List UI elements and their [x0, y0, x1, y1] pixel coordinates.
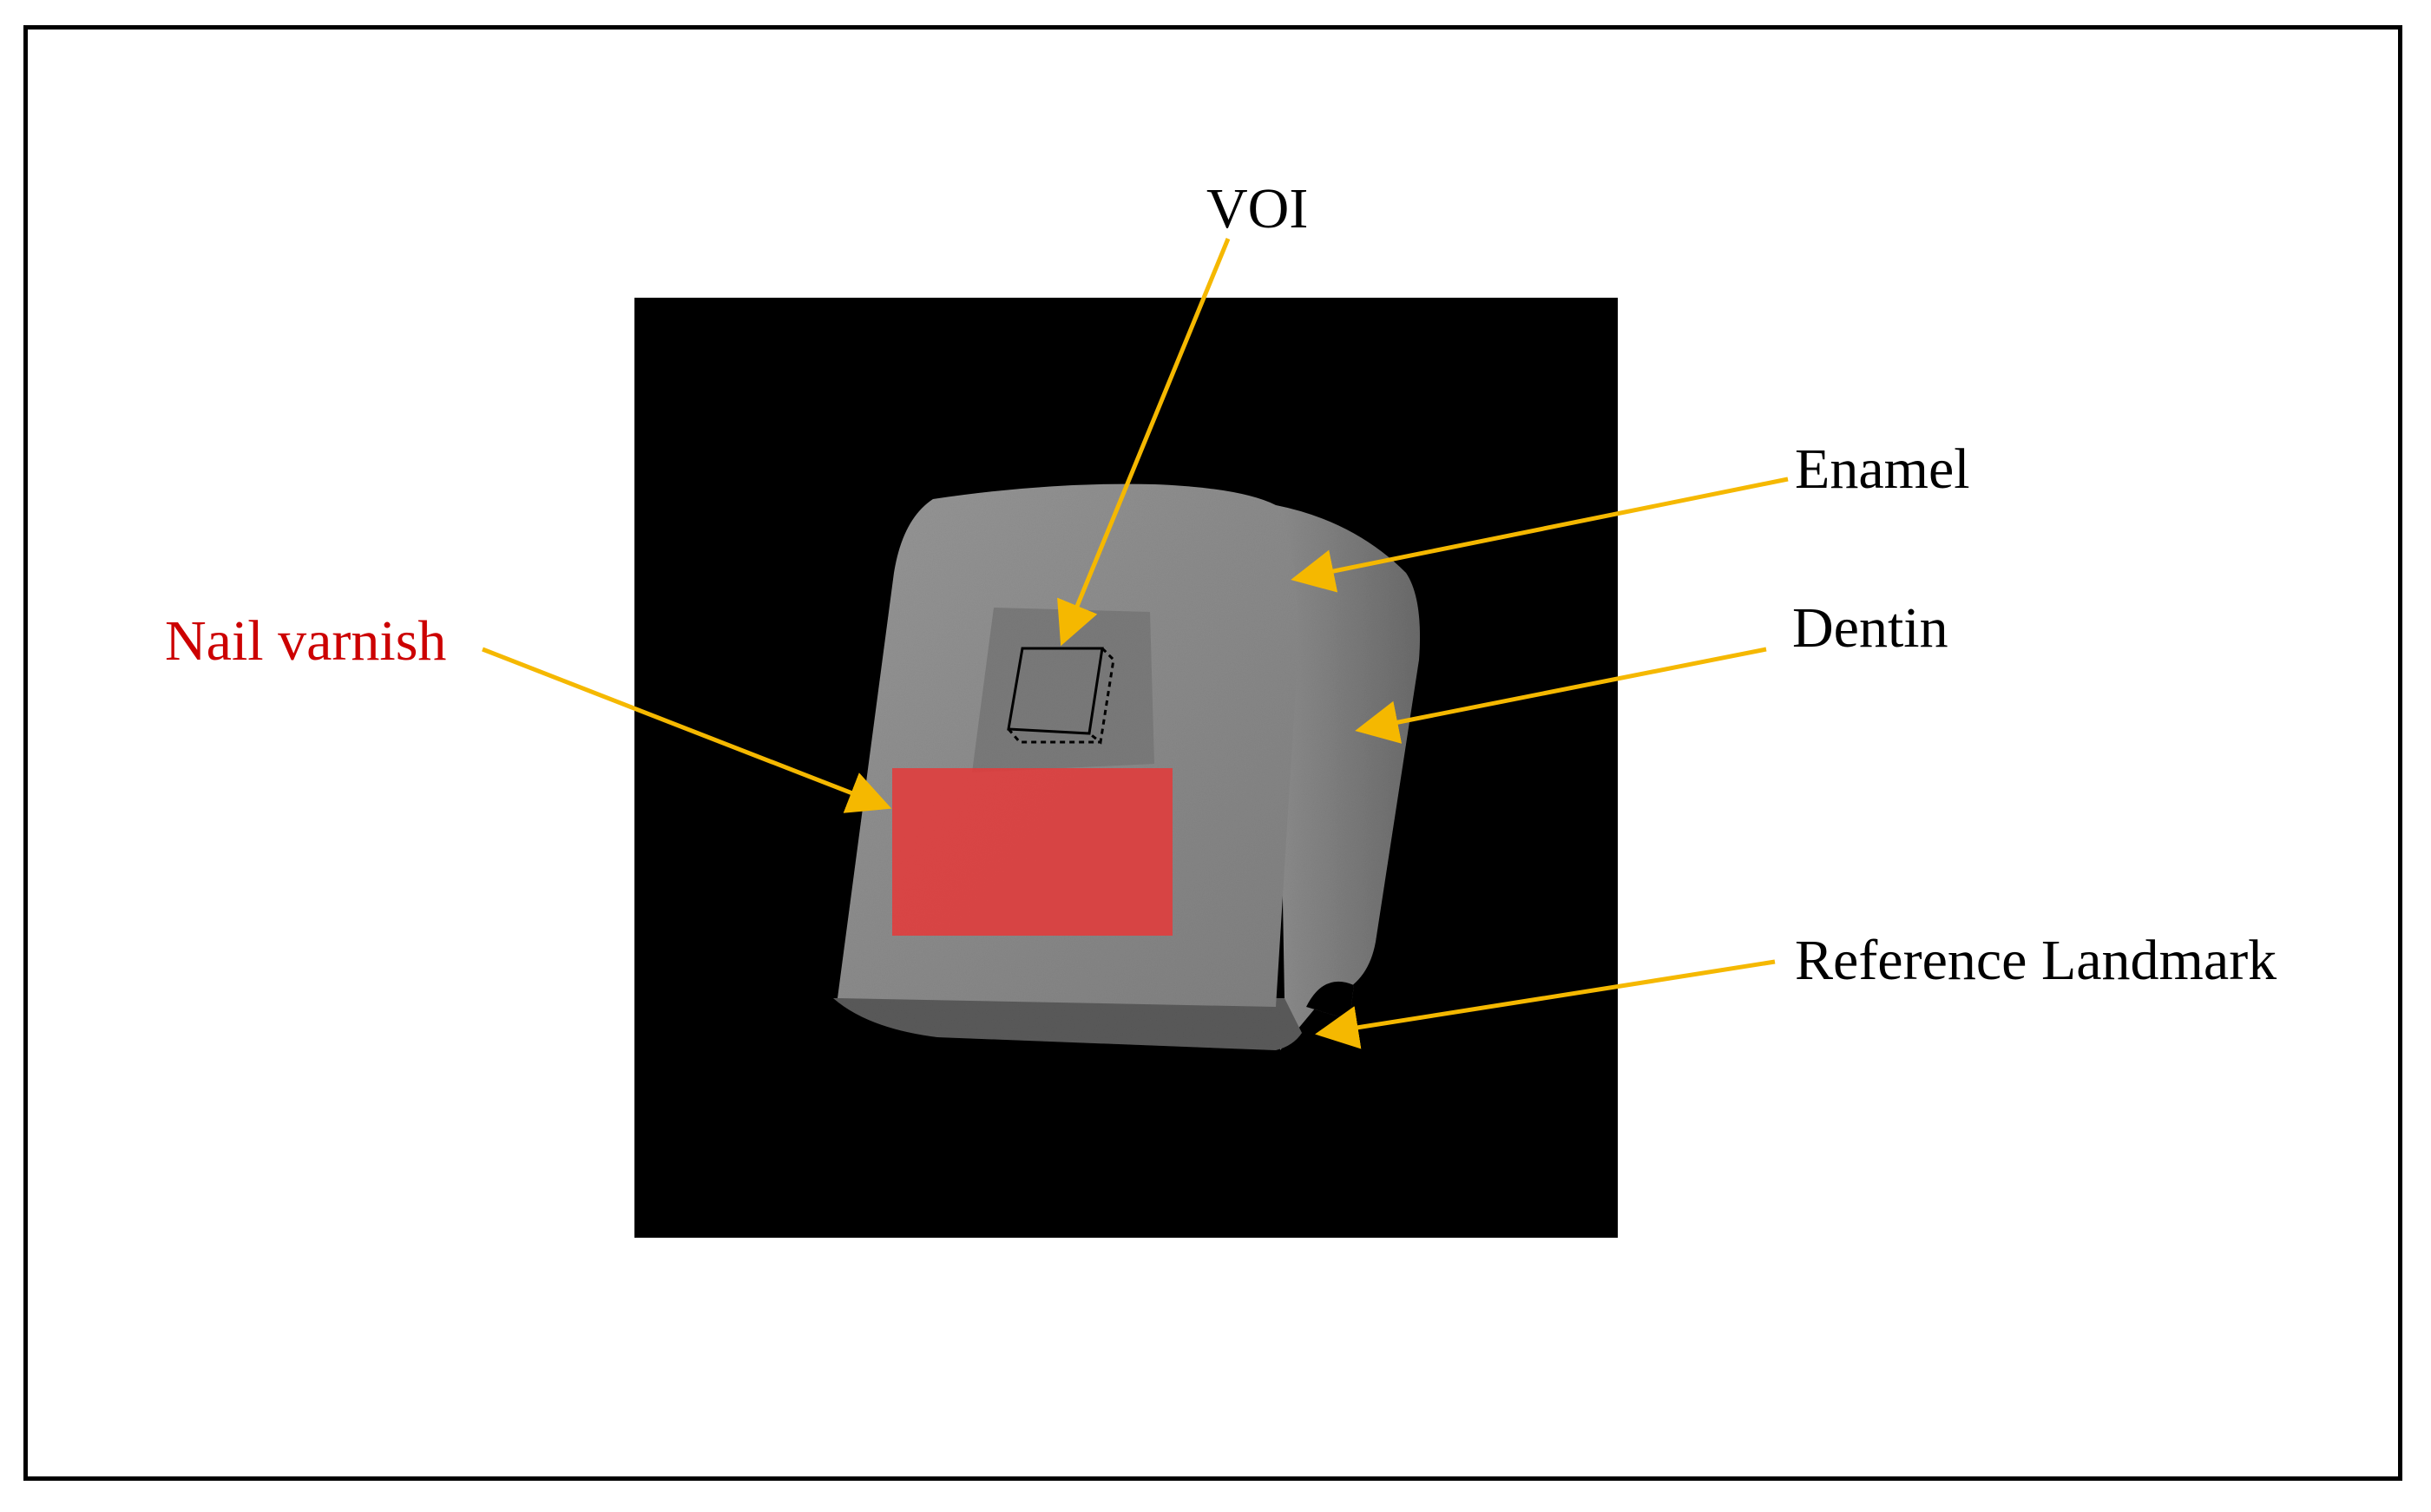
tooth-block: [833, 483, 1420, 1050]
enamel-label: Enamel: [1795, 437, 1970, 501]
dentin-label: Dentin: [1792, 596, 1948, 660]
voi-box: [1007, 647, 1115, 745]
nail-varnish-arrow: [482, 647, 892, 813]
reference-landmark-label: Reference Landmark: [1795, 929, 2277, 992]
nail-varnish-label: Nail varnish: [165, 609, 446, 673]
annotation-arrows: [482, 238, 1789, 1049]
enamel-arrow: [1291, 477, 1789, 593]
voi-label: VOI: [1206, 177, 1308, 240]
nail-varnish-patch: [892, 768, 1173, 936]
recessed-window: [972, 608, 1154, 772]
dentin-arrow: [1355, 647, 1767, 744]
voi-arrow: [1057, 238, 1231, 647]
figure-border: [23, 25, 2402, 1481]
block-bottom: [833, 998, 1302, 1050]
reference-landmark-arrow: [1315, 959, 1776, 1049]
dentin-side: [1276, 505, 1420, 1050]
